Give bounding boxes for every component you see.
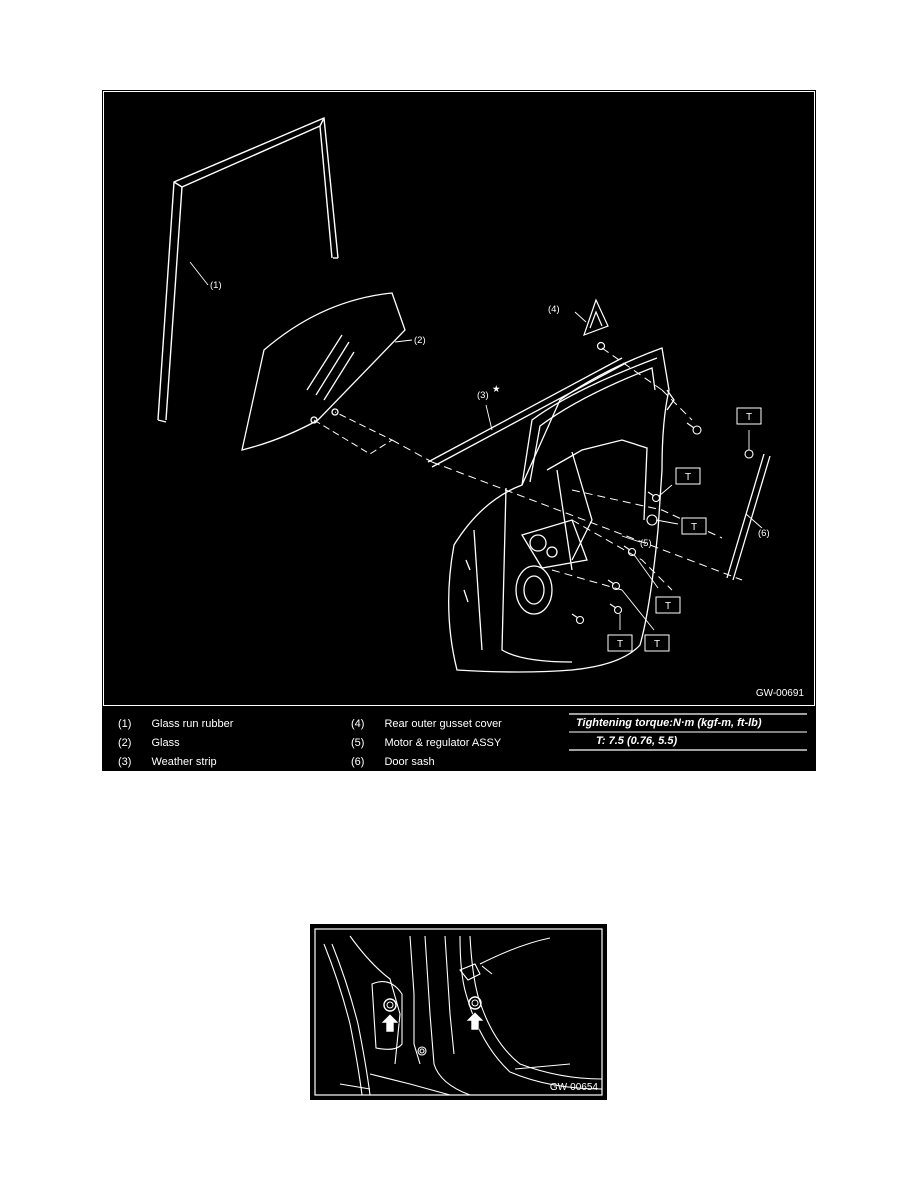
door-panel — [448, 347, 675, 673]
torque-marker-4: T — [607, 634, 633, 652]
callout-2: (2) — [414, 335, 426, 346]
exploded-diagram-panel: T T T T T T (1) (2) (3) ★ (4) (5) (6) GW… — [102, 90, 816, 771]
fasteners — [571, 422, 754, 625]
bolt-location-panel: GW-00654 — [310, 924, 607, 1100]
torque-marker-1: T — [675, 467, 701, 485]
torque-title: Tightening torque:N·m (kgf-m, ft-lb) — [576, 717, 762, 729]
rear-outer-gusset-cover — [583, 298, 609, 351]
leader-5 — [621, 535, 641, 543]
torque-marker-sash: T — [736, 407, 762, 425]
leader-4 — [574, 311, 587, 323]
legend-item-4: (4)Rear outer gusset cover — [351, 718, 502, 730]
legend-item-5: (5)Motor & regulator ASSY — [351, 737, 502, 749]
legend-item-2: (2)Glass — [118, 737, 180, 749]
arrow-up-icon — [465, 1011, 485, 1031]
glass-run-rubber — [157, 116, 339, 423]
svg-text:T: T — [691, 522, 697, 533]
legend-item-3: (3)Weather strip — [118, 756, 217, 768]
exploded-diagram-drawing: T T T T T T (1) (2) (3) ★ (4) (5) (6) GW… — [103, 91, 815, 751]
svg-text:T: T — [746, 412, 752, 423]
arrow-up-icon — [380, 1013, 400, 1033]
figure-code: GW-00654 — [550, 1082, 599, 1093]
svg-text:T: T — [685, 472, 691, 483]
legend-item-1: (1)Glass run rubber — [118, 718, 234, 730]
figure-code: GW-00691 — [756, 688, 805, 699]
glass-dash-guide — [313, 411, 394, 455]
legend-item-6: (6)Door sash — [351, 756, 435, 768]
star-mark: ★ — [492, 384, 501, 395]
torque-marker-5: T — [644, 634, 670, 652]
callout-5: (5) — [640, 538, 652, 549]
bolt-location-drawing: GW-00654 — [314, 928, 603, 1096]
torque-marker-3: T — [655, 596, 681, 614]
torque-marker-2: T — [681, 517, 707, 535]
leader-2 — [394, 339, 413, 343]
weather-strip — [427, 357, 627, 468]
leader-3 — [485, 404, 493, 431]
svg-text:T: T — [617, 639, 623, 650]
bolt-right — [468, 996, 482, 1010]
glass-panel — [241, 292, 406, 451]
svg-text:T: T — [654, 639, 660, 650]
door-sash — [726, 453, 771, 581]
callout-3: (3) — [477, 390, 489, 401]
leader-1 — [189, 261, 209, 286]
callout-6: (6) — [758, 528, 770, 539]
svg-text:T: T — [665, 601, 671, 612]
callout-1: (1) — [210, 280, 222, 291]
torque-value: T: 7.5 (0.76, 5.5) — [596, 735, 678, 747]
callout-4: (4) — [548, 304, 560, 315]
bolt-left — [383, 998, 397, 1012]
door-frame-closeup — [323, 935, 603, 1096]
torque-leaders — [619, 484, 679, 631]
leader-6 — [745, 513, 763, 529]
